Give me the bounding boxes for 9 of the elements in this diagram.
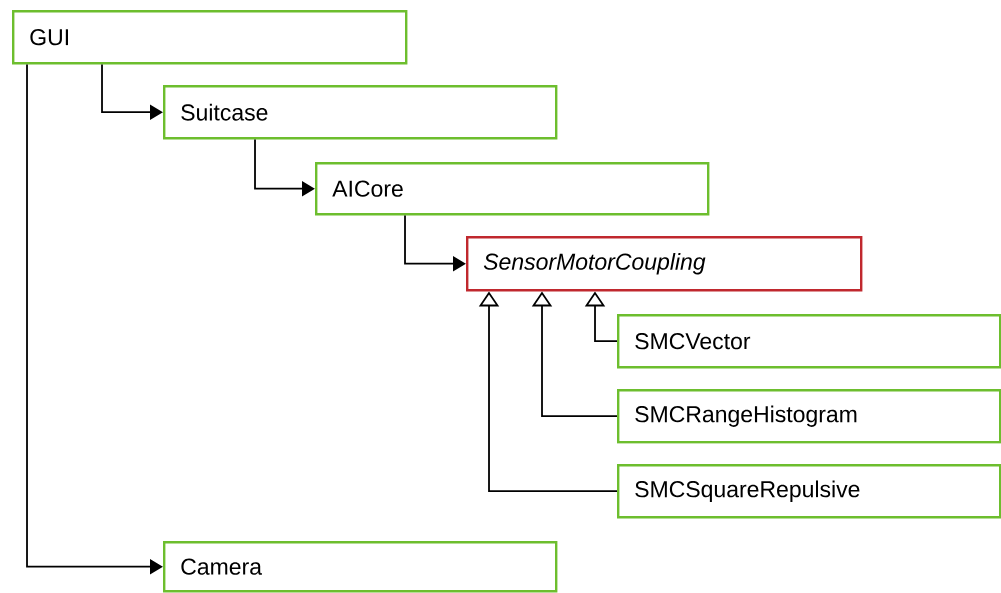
class-box: AICore [315,162,710,216]
class-box: GUI [12,10,408,65]
class-box: SMCSquareRepulsive [617,464,1001,519]
class-box: SMCVector [617,314,1001,369]
class-box: SensorMotorCoupling [466,236,863,292]
class-box: SMCRangeHistogram [617,389,1001,444]
class-box: Camera [163,541,558,593]
connector-arrow [101,63,163,120]
class-box: Suitcase [163,85,558,140]
